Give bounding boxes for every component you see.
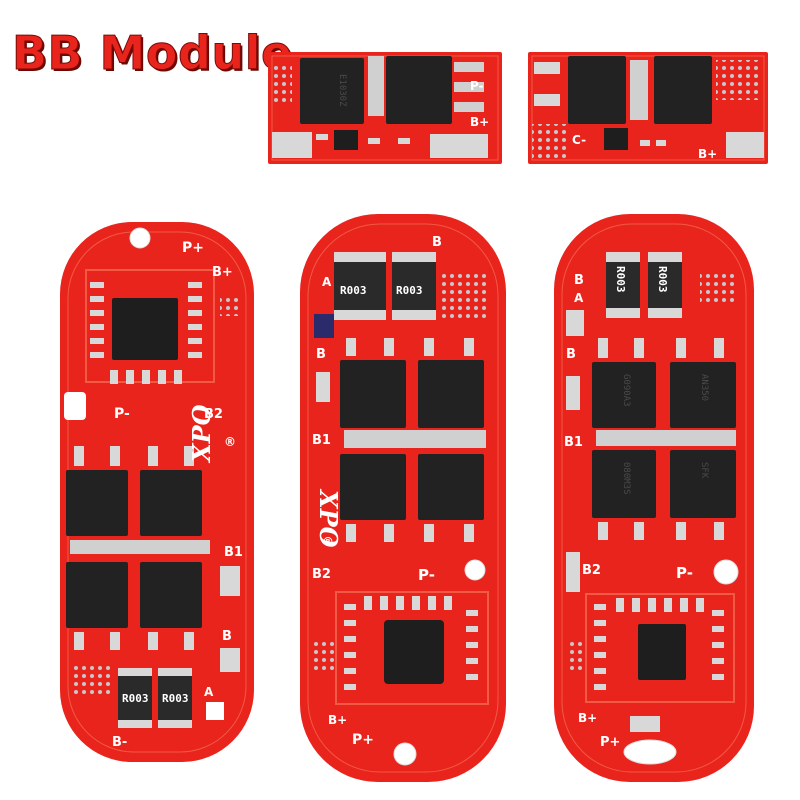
shunt-resistor [118,668,152,728]
registered-mark: ® [224,435,236,449]
mosfet [140,562,202,628]
shunt-resistor [392,252,436,320]
pad-label: P+ [600,735,620,750]
mosfet [670,362,736,428]
resistor-marking: R003 [162,692,189,705]
board-top-left: E1030Z P- B+ [268,52,502,164]
bms-chip [638,624,686,680]
mosfet [140,470,202,536]
pad-label: P- [676,564,693,582]
board-top-right: C- B+ [528,52,768,164]
pad-label: B2 [204,407,223,422]
chip-marking: G090A3 [621,374,631,407]
resistor-marking: R003 [122,692,149,705]
chip-marking: E1030Z [337,74,347,107]
pad-label: P+ [352,732,374,748]
mosfet [66,470,128,536]
bms-chip [112,298,178,360]
shunt-resistor [158,668,192,728]
pad-label: B2 [312,567,331,582]
brand-logo: XPO [314,488,343,548]
pad-label: B [432,235,442,250]
pad-label: B1 [224,545,243,560]
brand-logo: XPO [187,404,216,464]
mosfet [300,58,364,124]
pad-label: B [574,273,584,288]
pad-label: P- [470,79,484,93]
board-middle: R003 R003 [300,214,506,782]
resistor-marking: R003 [656,266,669,293]
mounting-hole [623,739,677,765]
pad-label: P+ [182,240,204,256]
pad-label: B+ [328,713,347,727]
pad-label: P- [114,406,130,422]
mosfet [340,454,406,520]
mosfet [592,450,656,518]
resistor-marking: R003 [396,284,423,297]
pad-label: C- [572,133,586,147]
pad-label: B [566,347,576,362]
pad-label: B [316,347,326,362]
chip-marking: AN350 [699,374,709,401]
mounting-hole [464,559,486,581]
pad-label: B1 [564,435,583,450]
pad-label: B [222,629,232,644]
resistor-marking: R003 [614,266,627,293]
mounting-hole [393,742,417,766]
bms-chip [384,620,444,684]
resistor-marking: R003 [340,284,367,297]
pad-label: A [574,291,584,305]
registered-mark: ® [322,535,334,549]
pad-label: B- [112,735,127,750]
board-right: R003 R003 G090A3 AN350 080M3S SFK [554,214,754,782]
mosfet [568,56,626,124]
mosfet [418,360,484,428]
mosfet [654,56,712,124]
pad-label: B+ [698,147,717,161]
mosfet [418,454,484,520]
pad-label: B+ [470,115,489,129]
mosfet [340,360,406,428]
pad-label: A [204,685,214,699]
shunt-resistor [334,252,386,320]
board-left: R003 R003 XPO ® P+ B+ P- B2 B1 B A B- [60,222,254,762]
page-title: BB Module [12,26,293,80]
pad-label: P- [418,566,435,584]
mosfet [66,562,128,628]
pad-label: B+ [212,265,233,280]
mosfet [592,362,656,428]
mosfet [670,450,736,518]
mounting-hole [713,559,739,585]
mounting-hole [129,227,151,249]
pad-label: A [322,275,332,289]
pad-label: B1 [312,433,331,448]
chip-marking: SFK [699,462,709,479]
pad-label: B2 [582,563,601,578]
pad-label: B+ [578,711,597,725]
chip-marking: 080M3S [621,462,631,495]
mosfet [386,56,452,124]
